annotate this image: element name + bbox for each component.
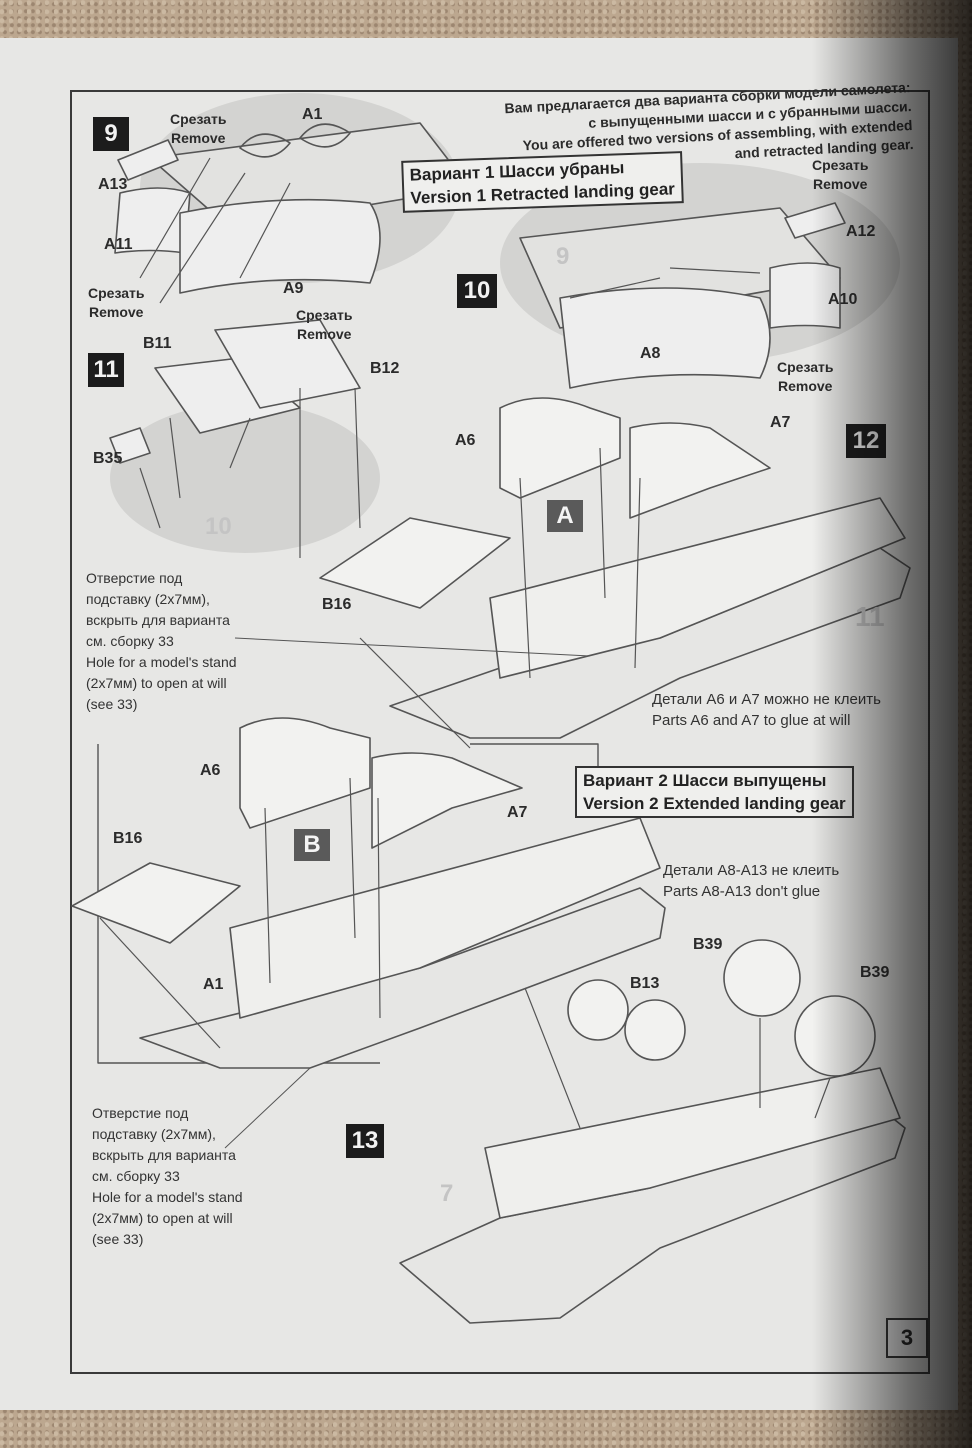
step13-wheel-b13-b: [624, 999, 686, 1061]
step-12-badge: 12: [846, 424, 886, 458]
remove-en: Remove: [813, 176, 868, 192]
stand-note-step12: Отверстие под подставку (2х7мм), вскрыть…: [86, 568, 237, 715]
stand-note-en-line1: Hole for a model's stand: [86, 654, 237, 670]
stand-note-ru-line3: вскрыть для варианта: [86, 612, 230, 628]
step12-part-a7: [629, 422, 771, 519]
remove-ru: Срезать: [296, 307, 353, 323]
part-label-a11: A11: [104, 236, 133, 253]
stand-note-ru-line1: Отверстие под: [86, 570, 183, 586]
stand-note-step13: Отверстие под подставку (2х7мм), вскрыть…: [92, 1103, 243, 1250]
remove-en: Remove: [171, 130, 226, 146]
ghost-number-7: 7: [440, 1180, 454, 1207]
stand-note-en-line2: (2х7мм) to open at will: [92, 1210, 233, 1226]
page-number: 3: [886, 1318, 928, 1358]
part-label-b16-version2: B16: [113, 830, 143, 847]
step13-stand-leader: [224, 1067, 311, 1149]
part-label-b39-a: B39: [693, 936, 723, 953]
note-a8-a13-en: Parts A8-A13 don't glue: [663, 883, 821, 900]
remove-en: Remove: [89, 304, 144, 320]
part-label-a6-step12: A6: [455, 432, 476, 449]
stand-note-en-line3: (see 33): [86, 696, 138, 712]
part-label-a7-step12: A7: [770, 414, 791, 431]
step11-part-b12: [214, 319, 361, 409]
step9-wheel-wells: [239, 123, 351, 158]
part-label-b39-b: B39: [860, 964, 890, 981]
step10-arrows: [569, 267, 761, 299]
step9-part-a13: [117, 139, 179, 181]
part-label-b35: B35: [93, 450, 123, 467]
version2-part-b16: [71, 862, 241, 944]
part-label-a12: A12: [846, 223, 876, 240]
variant-b-badge: B: [294, 829, 330, 861]
step12-arrows: [359, 447, 641, 749]
part-label-a8: A8: [640, 345, 661, 362]
step12-part-a6: [499, 397, 621, 499]
part-label-a1-version2: A1: [203, 976, 224, 993]
ghost-number-11: 11: [855, 601, 885, 632]
part-label-a13: A13: [98, 176, 128, 193]
stand-note-en-line1: Hole for a model's stand: [92, 1189, 243, 1205]
step12-stand-leader: [234, 637, 591, 657]
version2-arrows: [99, 777, 381, 1049]
version2-box: Вариант 2 Шасси выпущены Version 2 Exten…: [575, 766, 854, 818]
stand-note-ru-line3: вскрыть для варианта: [92, 1147, 236, 1163]
step10-door-a8: [559, 287, 771, 389]
stand-note-ru-line1: Отверстие под: [92, 1105, 189, 1121]
part-label-a6-version2: A6: [200, 762, 221, 779]
part-label-a10: A10: [828, 291, 858, 308]
ghost-number-10: 10: [205, 513, 232, 540]
remove-ru: Срезать: [812, 157, 869, 173]
version2-en: Version 2 Extended landing gear: [583, 794, 846, 813]
stand-note-ru-line4: см. сборку 33: [92, 1168, 180, 1184]
version2-ru: Вариант 2 Шасси выпущены: [583, 771, 827, 790]
remove-en: Remove: [778, 378, 833, 394]
stand-note-en-line2: (2х7мм) to open at will: [86, 675, 227, 691]
step-13-badge: 13: [346, 1124, 384, 1158]
step11-part-b35: [109, 427, 151, 464]
note-a6-a7: Детали А6 и А7 можно не клеить Parts A6 …: [652, 689, 881, 731]
part-label-b13: B13: [630, 975, 660, 992]
step11-background-ellipse: [110, 403, 380, 553]
note-a6-a7-en: Parts A6 and A7 to glue at will: [652, 712, 851, 729]
step12-part-b16: [319, 517, 511, 609]
note-a8-a13-ru: Детали А8-А13 не клеить: [663, 862, 840, 879]
instruction-page: Вам предлагается два варианта сборки мод…: [0, 38, 958, 1410]
stand-note-ru-line2: подставку (2х7мм),: [86, 591, 210, 607]
ghost-number-9: 9: [556, 243, 570, 270]
remove-en: Remove: [297, 326, 352, 342]
remove-ru: Срезать: [88, 285, 145, 301]
note-a6-a7-ru: Детали А6 и А7 можно не клеить: [652, 691, 881, 708]
step-9-badge: 9: [93, 117, 129, 151]
step9-cut-lines: [139, 157, 291, 304]
note-a8-a13: Детали А8-А13 не клеить Parts A8-A13 don…: [663, 860, 839, 902]
step13-wheel-b39-a: [723, 939, 801, 1017]
part-label-a1-step9: A1: [302, 106, 323, 123]
part-label-a9: A9: [283, 280, 304, 297]
step9-door-a9: [179, 198, 381, 294]
step-11-badge: 11: [88, 353, 124, 387]
step11-arrows: [139, 387, 361, 558]
stand-note-en-line3: (see 33): [92, 1231, 144, 1247]
part-label-b12: B12: [370, 360, 400, 377]
step13-wheel-b13-a: [567, 979, 629, 1041]
version2-part-a7: [371, 752, 523, 849]
part-label-a7-version2: A7: [507, 804, 528, 821]
stand-note-ru-line4: см. сборку 33: [86, 633, 174, 649]
remove-ru: Срезать: [777, 359, 834, 375]
step13-wheel-b39-b: [794, 995, 876, 1077]
version2-fuselage-interior: [229, 817, 661, 1019]
part-label-b11: B11: [143, 335, 172, 352]
step-10-badge: 10: [457, 274, 497, 308]
version1-box: Вариант 1 Шасси убраны Version 1 Retract…: [401, 151, 684, 213]
remove-ru: Срезать: [170, 111, 227, 127]
variant-a-badge: A: [547, 500, 583, 532]
assembly-drawings: [71, 93, 911, 1324]
stand-note-ru-line2: подставку (2х7мм),: [92, 1126, 216, 1142]
part-label-b16-step12: B16: [322, 596, 352, 613]
